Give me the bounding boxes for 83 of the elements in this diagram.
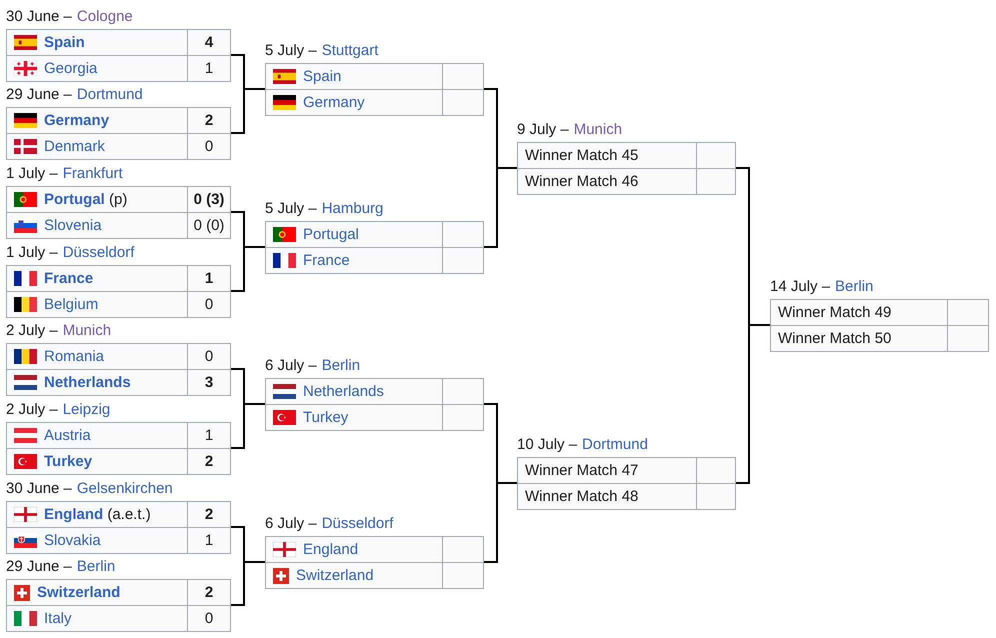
match-date: 10 July – (517, 435, 578, 455)
team-name: Turkey (303, 408, 348, 426)
match-date: 30 June – (6, 7, 72, 27)
venue-link: Leipzig (62, 400, 110, 420)
match-date: 5 July – (265, 41, 317, 61)
team-name: Germany (44, 112, 110, 130)
venue-link: Hamburg (322, 199, 384, 219)
score: 0 (204, 138, 214, 156)
match-date: 29 June – (6, 557, 72, 577)
score: 3 (204, 374, 214, 392)
match-date: 6 July – (265, 356, 317, 376)
bracket-line (735, 324, 770, 484)
team-name: England (303, 540, 358, 558)
score: 2 (204, 452, 214, 470)
bracket-line (230, 403, 265, 449)
team-name: Denmark (44, 138, 105, 156)
venue-link: Berlin (835, 277, 874, 297)
score: 2 (204, 506, 214, 524)
team-name: Romania (44, 348, 104, 366)
team-name: France (44, 270, 94, 288)
venue-link: Munich (574, 120, 622, 140)
score: 2 (204, 112, 214, 130)
team-name: Italy (44, 610, 72, 628)
venue-link: Cologne (76, 7, 133, 27)
team-name: Belgium (44, 296, 98, 314)
bracket-line (483, 167, 517, 248)
bracket-line (230, 88, 265, 134)
placeholder-text: Winner Match 48 (525, 488, 638, 506)
venue-link: Dortmund (76, 85, 143, 105)
match-date: 6 July – (265, 514, 317, 534)
team-name: Portugal (303, 226, 359, 244)
team-name: England (a.e.t.) (44, 506, 151, 524)
score: 0 (204, 348, 214, 366)
match-date: 1 July – (6, 243, 58, 263)
team-name: Georgia (44, 60, 98, 78)
match-date: 1 July – (6, 164, 58, 184)
venue-link: Berlin (76, 557, 116, 577)
score: 4 (204, 34, 214, 52)
bracket-line (483, 482, 517, 563)
team-name: Netherlands (303, 382, 384, 400)
score: 0 (3) (194, 190, 224, 208)
venue-link: Düsseldorf (62, 243, 134, 263)
team-name: Spain (44, 34, 85, 52)
score: 1 (204, 270, 214, 288)
team-name: Germany (303, 94, 365, 112)
team-name: Switzerland (37, 584, 120, 602)
team-name: Switzerland (296, 566, 374, 584)
score: 0 (0) (194, 216, 224, 234)
score: 1 (204, 426, 214, 444)
team-name: Spain (303, 68, 342, 86)
team-name: France (303, 252, 350, 270)
team-name: Turkey (44, 452, 92, 470)
team-name: Slovakia (44, 532, 101, 550)
team-name: Netherlands (44, 374, 131, 392)
placeholder-text: Winner Match 50 (778, 330, 892, 348)
match-date: 9 July – (517, 120, 569, 140)
venue-link: Berlin (322, 356, 360, 376)
match-date: 30 June – (6, 479, 72, 499)
match-date: 2 July – (6, 321, 58, 341)
venue-link: Frankfurt (62, 164, 123, 184)
match-date: 2 July – (6, 400, 58, 420)
team-name: Slovenia (44, 216, 102, 234)
placeholder-text: Winner Match 49 (778, 304, 892, 322)
team-name: Portugal (p) (44, 190, 128, 208)
venue-link: Stuttgart (322, 41, 378, 61)
match-date: 14 July – (770, 277, 830, 297)
venue-link: Munich (62, 321, 112, 341)
venue-link: Düsseldorf (322, 514, 394, 534)
match-date: 5 July – (265, 199, 317, 219)
bracket-line (230, 246, 265, 292)
team-name: Austria (44, 426, 91, 444)
bracket-line (230, 561, 265, 606)
score: 1 (204, 532, 214, 550)
score: 0 (204, 296, 214, 314)
placeholder-text: Winner Match 47 (525, 462, 638, 480)
score: 1 (204, 60, 214, 78)
placeholder-text: Winner Match 45 (525, 146, 638, 164)
match-date: 29 June – (6, 85, 72, 105)
score: 0 (204, 610, 214, 628)
placeholder-text: Winner Match 46 (525, 172, 638, 190)
score: 2 (204, 584, 214, 602)
venue-link: Dortmund (582, 435, 648, 455)
venue-link: Gelsenkirchen (76, 479, 173, 499)
